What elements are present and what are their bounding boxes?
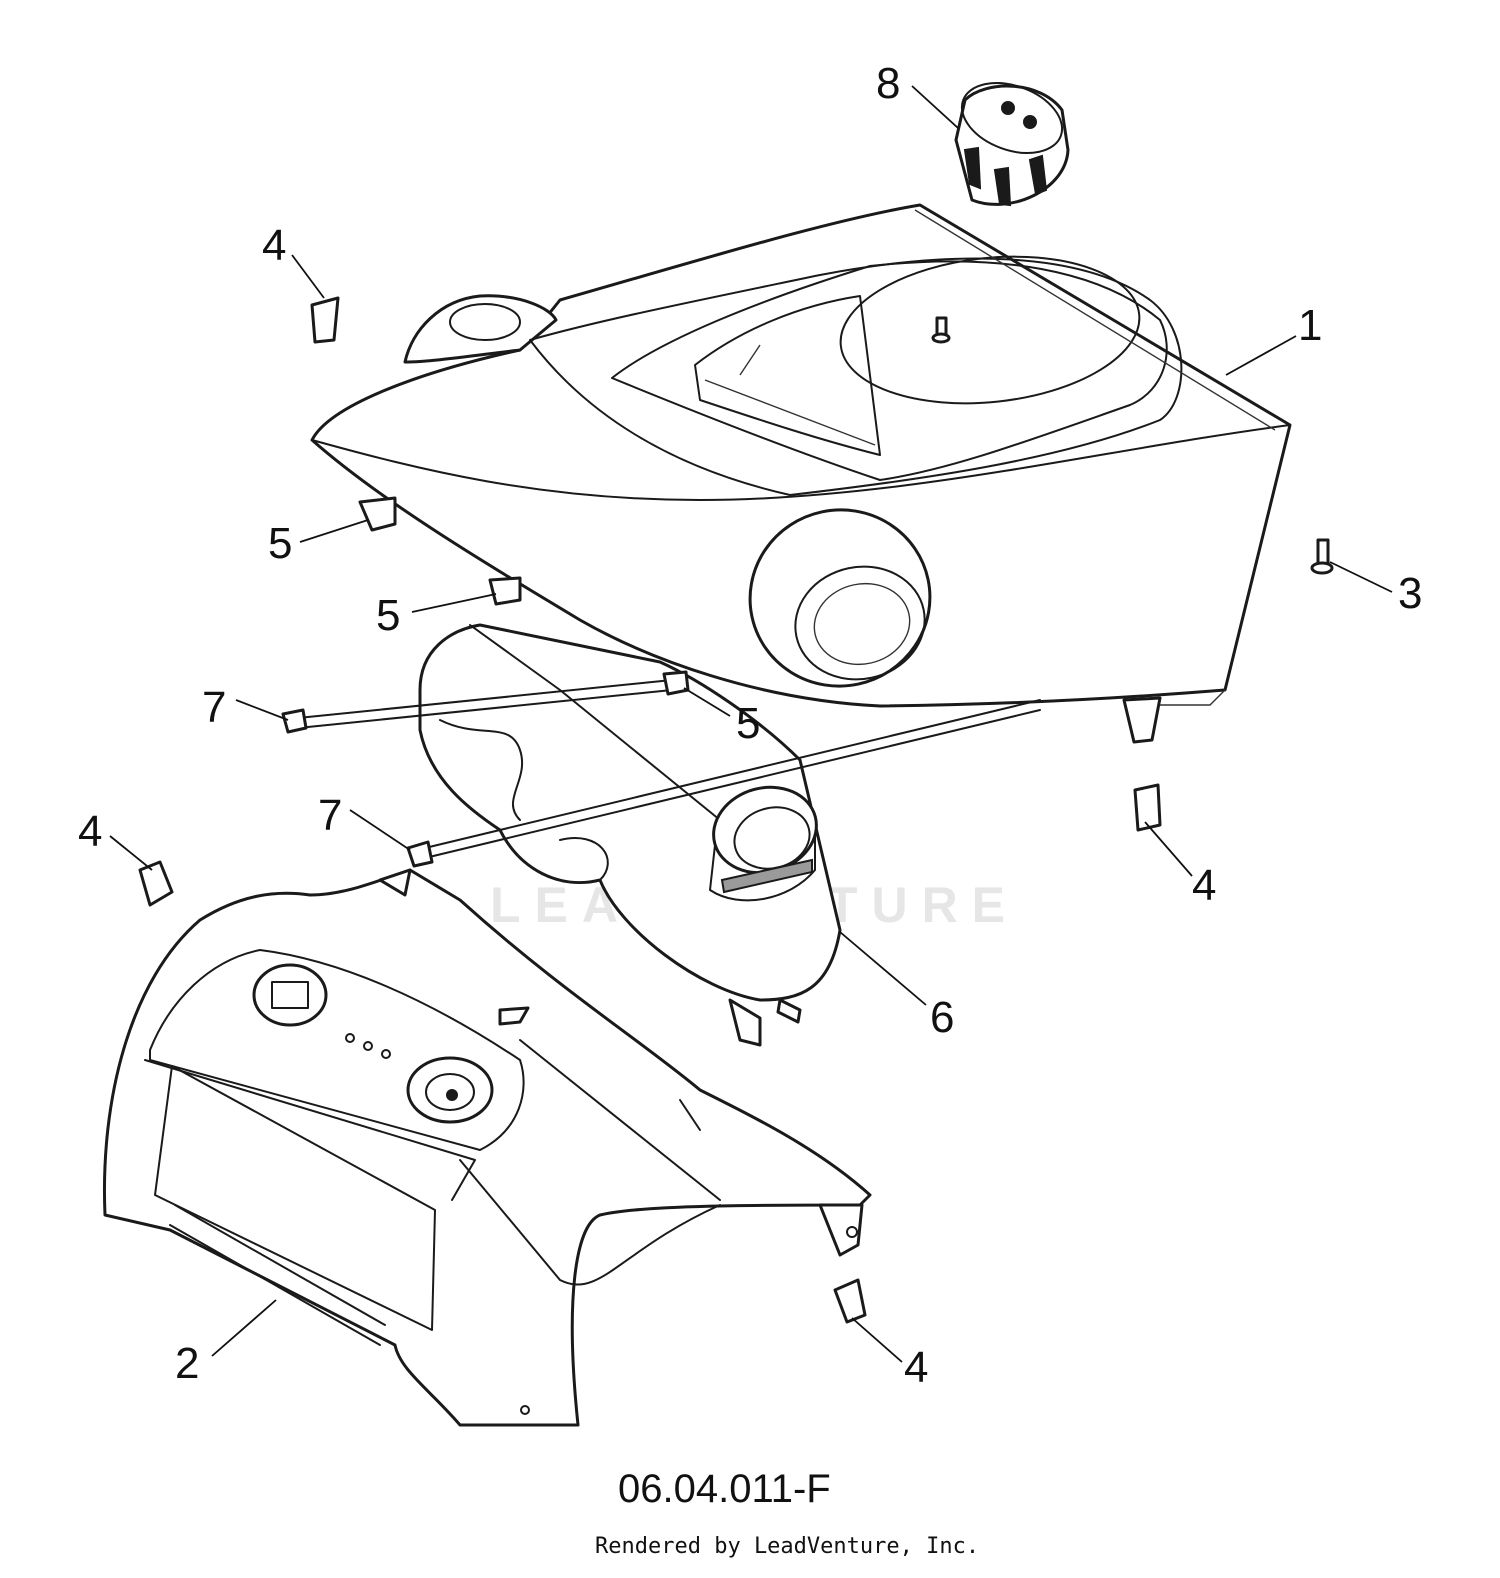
part-strap-lower — [406, 699, 1041, 868]
part-clip-4-right — [1133, 783, 1162, 832]
leader-lines — [109, 85, 1393, 1363]
part-clip-4-left — [138, 860, 174, 907]
callout-labels: 8 4 1 5 3 5 7 5 4 7 4 6 2 4 — [78, 59, 1422, 1392]
part-strap-upper — [281, 670, 690, 734]
render-credit: Rendered by LeadVenture, Inc. — [595, 1534, 979, 1559]
callout-4-upper-left: 4 — [262, 221, 286, 270]
part-screw-top — [931, 316, 951, 344]
callout-5-middle: 5 — [376, 591, 400, 640]
callout-6: 6 — [930, 993, 954, 1042]
part-lower-hood — [103, 868, 872, 1427]
part-upper-hood — [310, 203, 1292, 744]
part-clip-4-bottom — [833, 1278, 867, 1324]
part-nut-5-b — [488, 576, 522, 606]
part-fuel-tank — [418, 623, 842, 1047]
callout-5-left: 5 — [268, 519, 292, 568]
callout-7-upper: 7 — [202, 683, 226, 732]
part-fuel-cap — [954, 82, 1070, 207]
callout-8: 8 — [876, 59, 900, 108]
callout-1: 1 — [1298, 301, 1322, 350]
callout-4-left: 4 — [78, 807, 102, 856]
diagram-reference: 06.04.011-F — [618, 1467, 831, 1511]
part-clip-4-upper-left — [310, 296, 340, 344]
callout-3: 3 — [1398, 569, 1422, 618]
callout-5-right: 5 — [736, 699, 760, 748]
part-nut-5-a — [358, 496, 397, 532]
callout-4-bottom: 4 — [904, 1343, 928, 1392]
callout-2: 2 — [175, 1339, 199, 1388]
part-screw-3 — [1310, 538, 1334, 575]
callout-4-right: 4 — [1192, 861, 1216, 910]
callout-7-lower: 7 — [318, 791, 342, 840]
